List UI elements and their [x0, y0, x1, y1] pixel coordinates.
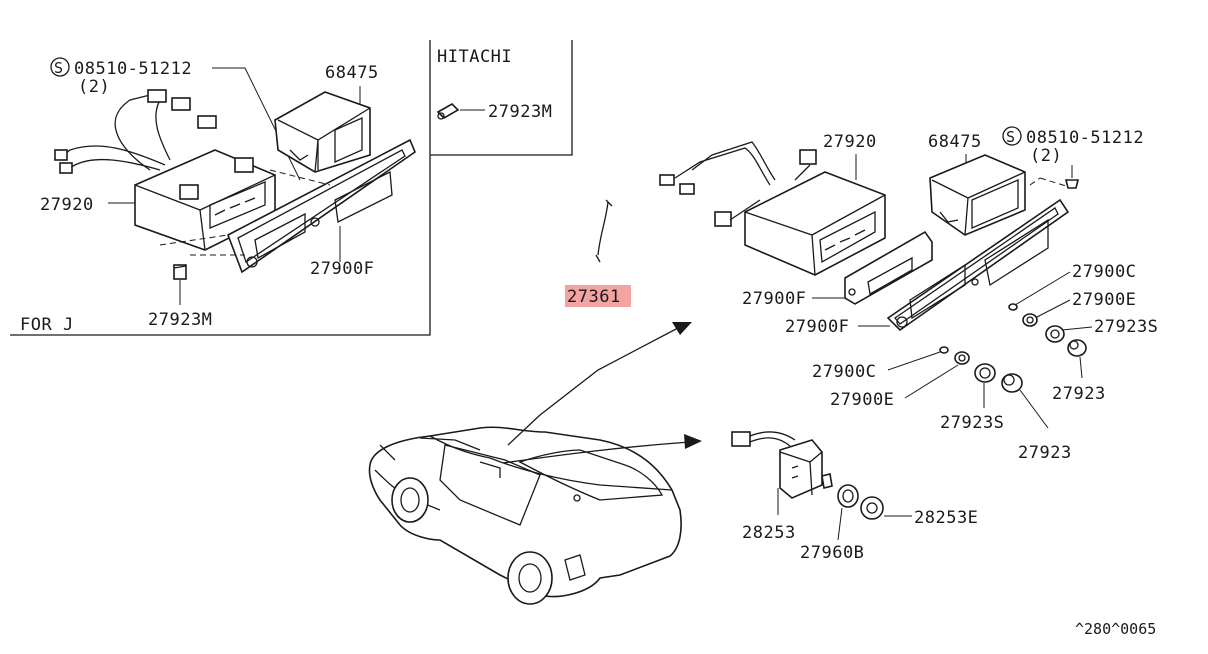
inset-screw-qty: (2): [78, 77, 110, 97]
knob-left-label[interactable]: 27923: [1018, 443, 1072, 463]
main-radio-label[interactable]: 27920: [823, 132, 877, 152]
inset-variant-label: FOR J: [20, 315, 74, 335]
main-assembly: 68475 S 08510-51212 (2) 27920: [659, 126, 1158, 563]
knob-e-left-label[interactable]: 27900E: [830, 390, 894, 410]
nut-icon: [837, 484, 859, 508]
fader-drawing: [731, 431, 833, 499]
knob-c-left-label[interactable]: 27900C: [812, 362, 876, 382]
hitachi-bulb-label[interactable]: 27923M: [488, 102, 552, 122]
knob-c-right-icon: [1008, 303, 1018, 311]
knob-s-left-icon: [974, 363, 996, 383]
knob-right-icon: [1067, 339, 1087, 357]
footer-code: ^280^0065: [1075, 620, 1156, 638]
inset-bulb-icon: [173, 264, 187, 280]
main-screw-symbol-icon: [1002, 126, 1022, 146]
inset-for-j-frame: [10, 40, 431, 336]
knob-left-leader: [1019, 389, 1049, 429]
inset-bezel-label[interactable]: 27900F: [310, 259, 374, 279]
inset-radio-label[interactable]: 27920: [40, 195, 94, 215]
knob-c-right-leader: [1014, 271, 1071, 306]
car-illustration: [368, 426, 682, 605]
hitachi-bulb-icon: [436, 103, 460, 120]
inset-bulb-label[interactable]: 27923M: [148, 310, 212, 330]
inset-hitachi: HITACHI 27923M: [430, 40, 573, 156]
nut-label[interactable]: 27960B: [800, 543, 864, 563]
knob-left-icon: [1001, 373, 1023, 393]
main-speaker-drawing: [929, 154, 1026, 236]
knob-e-left-icon: [954, 351, 970, 365]
main-bezel-label[interactable]: 27900F: [785, 317, 849, 337]
knob-e-right-icon: [1022, 313, 1038, 327]
part-27361: 27361: [565, 199, 631, 307]
knob-e-right-label[interactable]: 27900E: [1072, 290, 1136, 310]
main-screw-qty: (2): [1030, 146, 1062, 166]
knob-e-right-leader: [1034, 299, 1071, 319]
main-screw-icon: [1064, 179, 1080, 189]
fader-label[interactable]: 28253: [742, 523, 796, 543]
knob-s-right-leader: [1061, 326, 1093, 331]
knob-s-right-label[interactable]: 27923S: [1094, 317, 1158, 337]
inset-hitachi-title: HITACHI: [437, 47, 512, 67]
washer-icon: [860, 496, 884, 520]
main-bezel-drawing: [886, 198, 1070, 332]
screw-symbol-icon: [50, 57, 70, 77]
knob-e-left-leader: [904, 364, 959, 399]
knob-c-left-leader: [887, 351, 941, 371]
knob-s-right-icon: [1045, 325, 1065, 343]
inset-speaker-drawing: [274, 91, 371, 173]
pointer-arrows: [502, 322, 702, 464]
knob-c-right-label[interactable]: 27900C: [1072, 262, 1136, 282]
main-bracket-label[interactable]: 27900F: [742, 289, 806, 309]
knob-right-leader: [1079, 356, 1083, 379]
knob-c-left-icon: [939, 346, 949, 354]
inset-hitachi-frame: [430, 40, 573, 156]
inset-speaker-label[interactable]: 68475: [325, 63, 379, 83]
main-screw-symbol-letter: S: [1006, 128, 1015, 146]
inset-dashed-guides: [159, 169, 331, 256]
inset-screw-code[interactable]: 08510-51212: [74, 59, 192, 79]
main-speaker-label[interactable]: 68475: [928, 132, 982, 152]
inset-bezel-drawing: [227, 138, 416, 274]
main-screw-code[interactable]: 08510-51212: [1026, 128, 1144, 148]
washer-label[interactable]: 28253E: [914, 508, 978, 528]
knob-right-label[interactable]: 27923: [1052, 384, 1106, 404]
main-radio-drawing: [659, 141, 886, 276]
highlighted-part-label[interactable]: 27361: [567, 287, 621, 307]
highlight-box: [565, 285, 631, 307]
knob-s-left-label[interactable]: 27923S: [940, 413, 1004, 433]
inset-for-j: FOR J S 08510-51212 (2) 68475 27920: [10, 40, 431, 336]
nut-leader: [837, 507, 843, 541]
antenna-lead-drawing: [597, 201, 609, 256]
inset-radio-drawing: [54, 89, 276, 251]
screw-symbol-letter: S: [54, 59, 63, 77]
